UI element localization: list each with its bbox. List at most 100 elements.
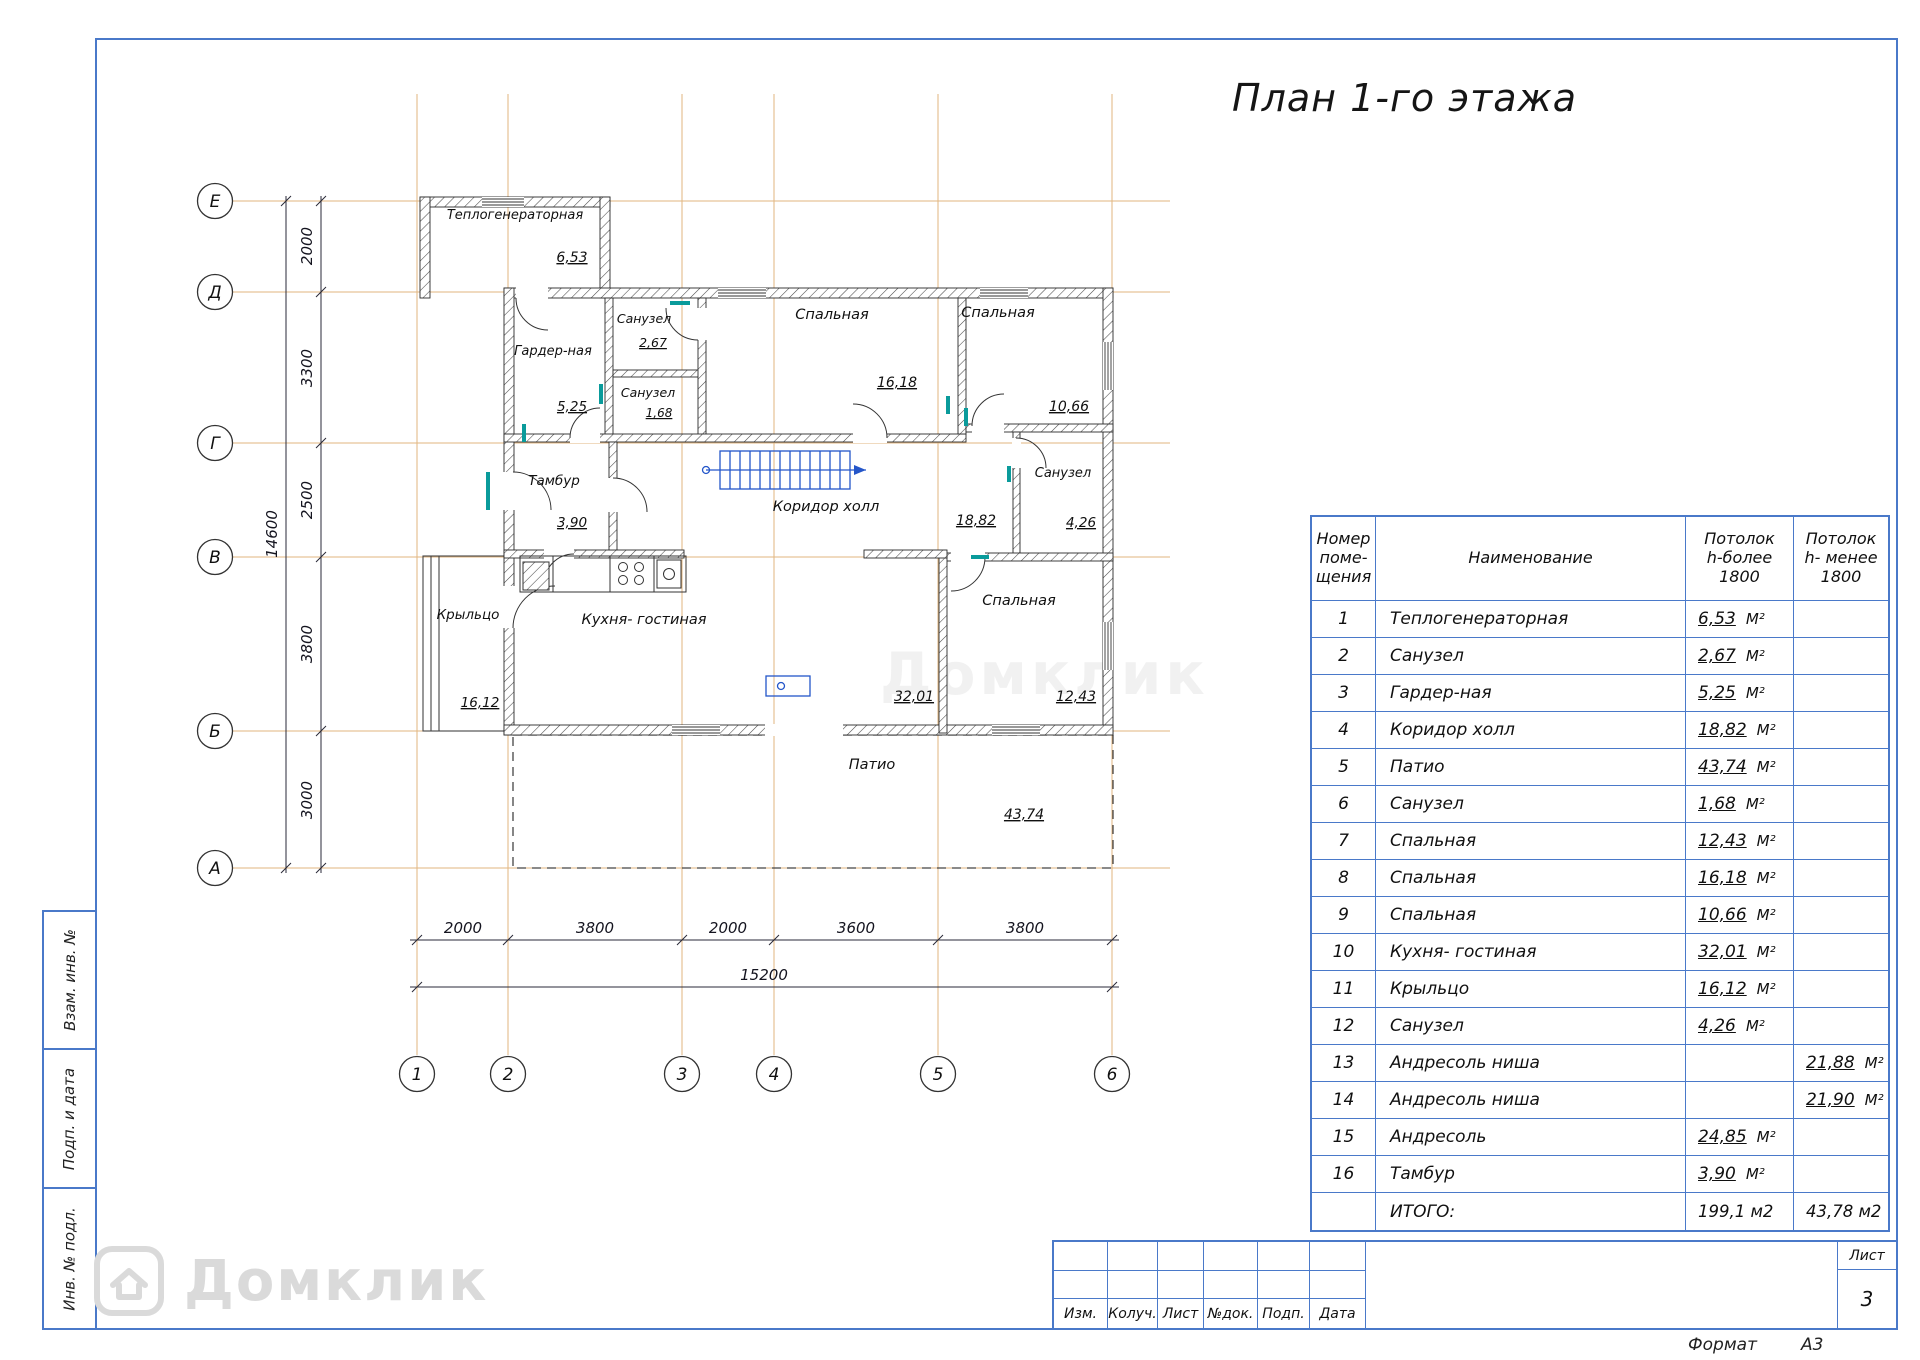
room-label: Спальная — [982, 593, 1056, 609]
cell-area-less — [1794, 786, 1888, 823]
cell-number: 9 — [1312, 897, 1376, 934]
room-label: Патио — [849, 757, 896, 773]
stamp-label: Инв. № подл. — [60, 1206, 79, 1311]
cell-total-more: 199,1 м2 — [1686, 1193, 1794, 1230]
room-label: Санузел — [617, 311, 671, 326]
tb-cell — [1310, 1242, 1366, 1271]
axis-number: 6 — [1107, 1065, 1118, 1085]
cell-name: Патио — [1376, 749, 1686, 786]
dim-label: 3600 — [837, 919, 875, 937]
title-block: Изм. Колуч. Лист №док. Подп. Дата Лист 3 — [1052, 1240, 1898, 1330]
axis-letter: Д — [207, 283, 221, 303]
cell-number: 6 — [1312, 786, 1376, 823]
table-header-row: Номер поме- щения Наименование Потолок h… — [1312, 517, 1888, 601]
cell-number: 15 — [1312, 1119, 1376, 1156]
room-area: 32,01 — [894, 689, 934, 705]
dim-total-label: 15200 — [740, 966, 788, 984]
dim-label: 3300 — [298, 349, 316, 387]
axis-number: 2 — [503, 1065, 514, 1085]
room-label: Крыльцо — [437, 607, 500, 623]
cell-area-less — [1794, 934, 1888, 971]
cell-name: Кухня- гостиная — [1376, 934, 1686, 971]
cell-number: 10 — [1312, 934, 1376, 971]
col-header-ceiling-more: Потолок h-более 1800 — [1686, 517, 1794, 601]
table-total-row: ИТОГО: 199,1 м2 43,78 м2 — [1312, 1193, 1888, 1230]
dim-label: 3800 — [1006, 919, 1044, 937]
tb-cell — [1258, 1242, 1310, 1271]
room-label: Кухня- гостиная — [582, 612, 707, 628]
format-value: А3 — [1800, 1335, 1824, 1355]
room-areas: 6,53 2,67 5,25 1,68 16,18 10,66 3,90 18,… — [461, 250, 1096, 823]
door-openings — [503, 287, 1021, 736]
dimension-lines — [280, 195, 1119, 993]
room-area: 2,67 — [639, 335, 667, 350]
dim-label: 2000 — [444, 919, 482, 937]
axis-number: 1 — [412, 1065, 423, 1085]
room-area: 6,53 — [556, 250, 587, 266]
axis-number: 4 — [769, 1065, 780, 1085]
cell-number: 7 — [1312, 823, 1376, 860]
room-label: Спальная — [961, 305, 1035, 321]
grid-lines — [232, 94, 1170, 1055]
floor-plan: 2000 3300 2500 3800 3000 14600 2000 3800… — [196, 94, 1170, 1093]
cell-area-less — [1794, 712, 1888, 749]
kitchen-fixtures — [519, 555, 687, 593]
cell-number — [1312, 1193, 1376, 1230]
dim-label: 2000 — [298, 227, 316, 265]
cell-name: Санузел — [1376, 1008, 1686, 1045]
axis-number: 5 — [933, 1065, 944, 1085]
cell-name: Гардер-ная — [1376, 675, 1686, 712]
cell-area-less — [1794, 897, 1888, 934]
house-logo-icon — [94, 1246, 164, 1316]
tb-cell — [1204, 1242, 1258, 1271]
cell-area-less — [1794, 823, 1888, 860]
col-header-name: Наименование — [1376, 517, 1686, 601]
tb-cell — [1310, 1270, 1366, 1300]
utility-fixture — [765, 675, 811, 697]
sheet-label: Лист — [1838, 1242, 1896, 1270]
cell-number: 13 — [1312, 1045, 1376, 1082]
cell-number: 1 — [1312, 601, 1376, 638]
cell-total-less: 43,78 м2 — [1806, 1202, 1882, 1221]
tb-cell — [1108, 1242, 1158, 1271]
cell-number: 2 — [1312, 638, 1376, 675]
axis-letter: Б — [209, 722, 221, 742]
col-header-ceiling-less: Потолок h- менее 1800 — [1794, 517, 1888, 601]
cell-number: 14 — [1312, 1082, 1376, 1119]
room-area: 43,74 — [1004, 807, 1044, 823]
cell-name: Андресоль ниша — [1376, 1045, 1686, 1082]
tb-cell — [1054, 1270, 1108, 1300]
page-title: План 1-го этажа — [1232, 76, 1578, 120]
cell-name: Спальная — [1376, 823, 1686, 860]
tb-label: №док. — [1204, 1299, 1258, 1328]
patio-outline — [512, 734, 1114, 869]
room-labels: Теплогенераторная Санузел Гардер-ная Сан… — [437, 208, 1092, 773]
dimension-labels: 2000 3300 2500 3800 3000 14600 2000 3800… — [263, 227, 1044, 984]
room-area: 1,68 — [646, 406, 673, 420]
cell-total-label: ИТОГО: — [1376, 1193, 1686, 1230]
cell-area-less — [1794, 749, 1888, 786]
tb-cell — [1258, 1270, 1310, 1300]
cell-name: Санузел — [1376, 786, 1686, 823]
tb-cell — [1204, 1270, 1258, 1300]
tb-label: Изм. — [1054, 1299, 1108, 1328]
dim-label: 3800 — [576, 919, 614, 937]
cell-area-less — [1794, 1119, 1888, 1156]
sheet-number: 3 — [1860, 1287, 1874, 1311]
cell-area-less — [1794, 675, 1888, 712]
tb-cell — [1158, 1242, 1204, 1271]
